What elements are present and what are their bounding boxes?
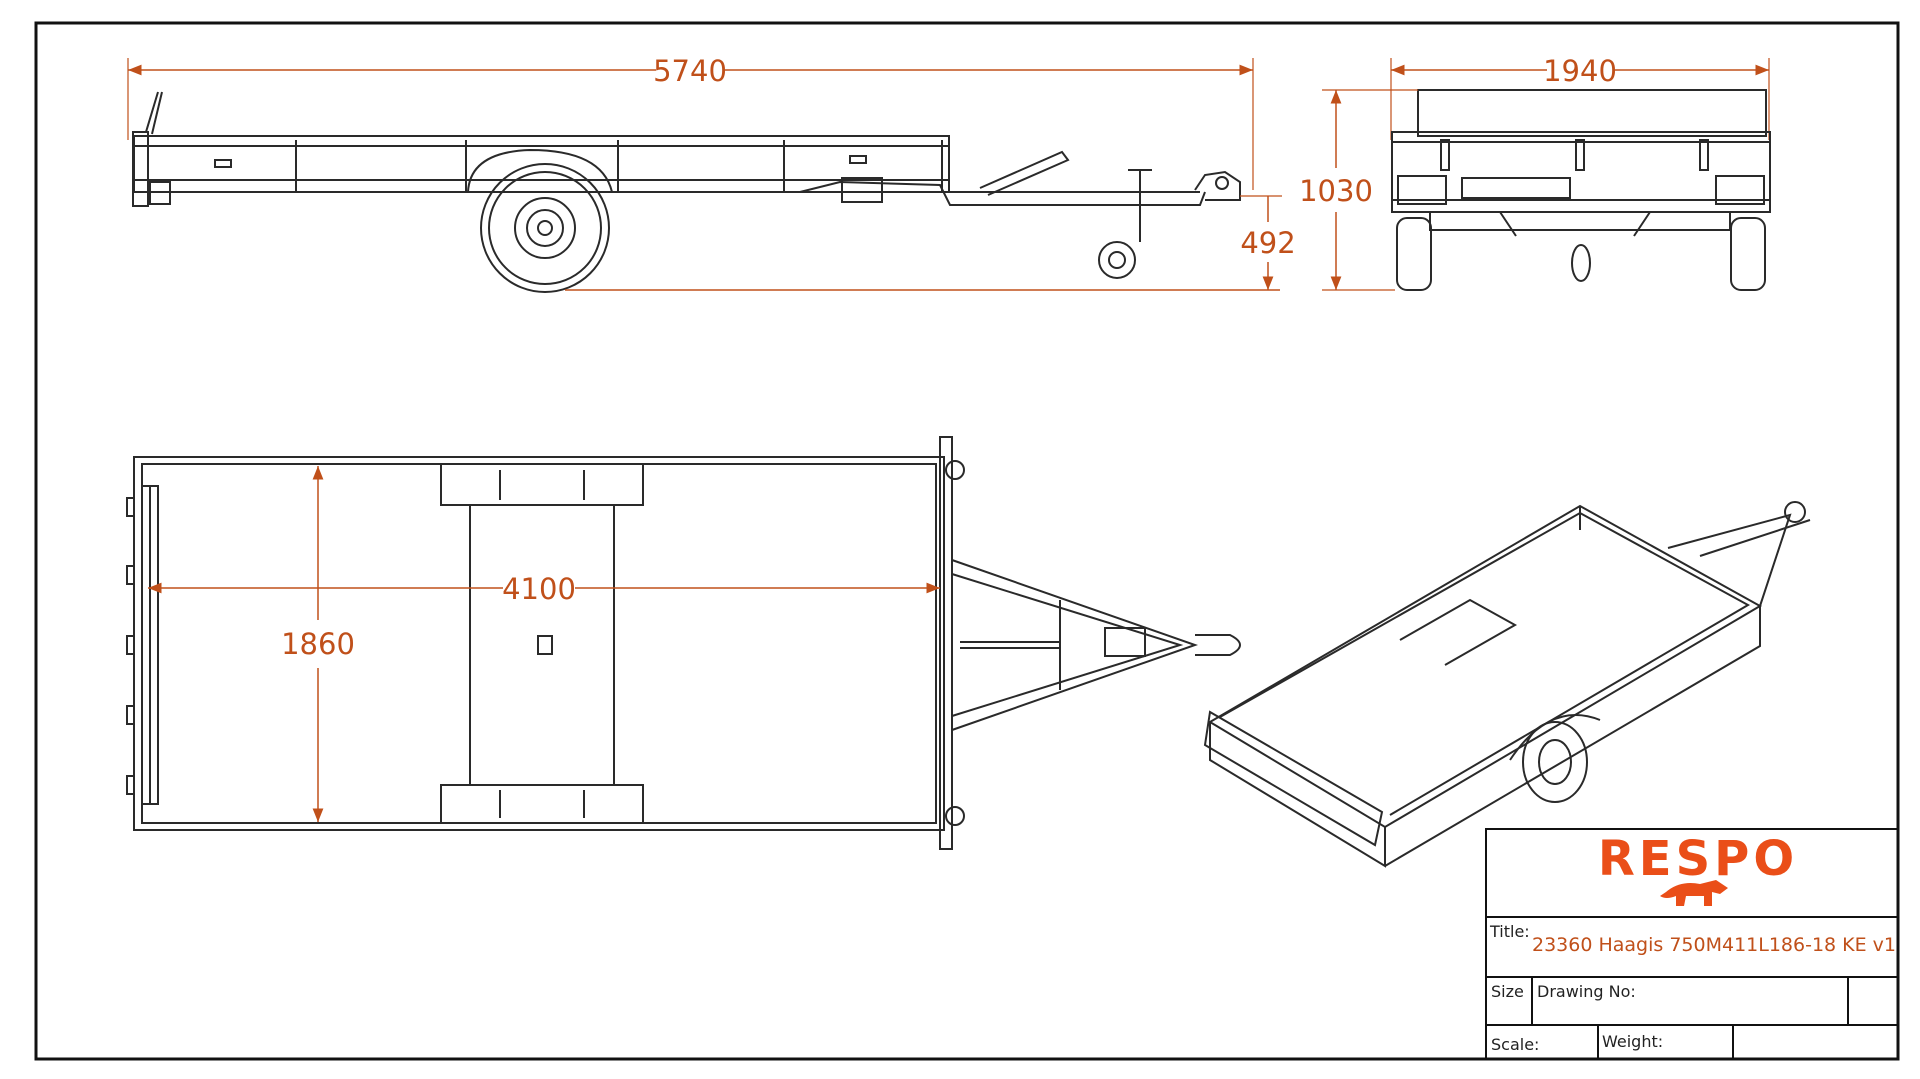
- weight-label: Weight:: [1602, 1032, 1663, 1051]
- title-label: Title:: [1489, 922, 1530, 941]
- rear-view: [1390, 58, 1771, 291]
- isometric-view: [1203, 501, 1811, 868]
- dimension-inner-width: 1860: [281, 627, 355, 661]
- sheet-border: [34, 21, 1900, 1061]
- scale-label: Scale:: [1491, 1035, 1539, 1054]
- bull-logo-icon: [1660, 880, 1728, 906]
- size-label: Size: [1491, 982, 1524, 1001]
- dimension-inner-length: 4100: [502, 572, 576, 606]
- dimension-coupling-height: 492: [1240, 226, 1295, 260]
- drawing-no-label: Drawing No:: [1537, 982, 1636, 1001]
- title-value: 23360 Haagis 750M411L186-18 KE v1: [1532, 934, 1896, 956]
- dimension-overall-height: 1030: [1299, 174, 1373, 208]
- brand-logo: RESPO: [1598, 831, 1798, 887]
- side-view: [127, 58, 1254, 293]
- top-view: [126, 436, 1241, 850]
- dimension-overall-width: 1940: [1543, 54, 1617, 88]
- dimension-overall-length: 5740: [653, 54, 727, 88]
- title-block: [1485, 828, 1899, 1060]
